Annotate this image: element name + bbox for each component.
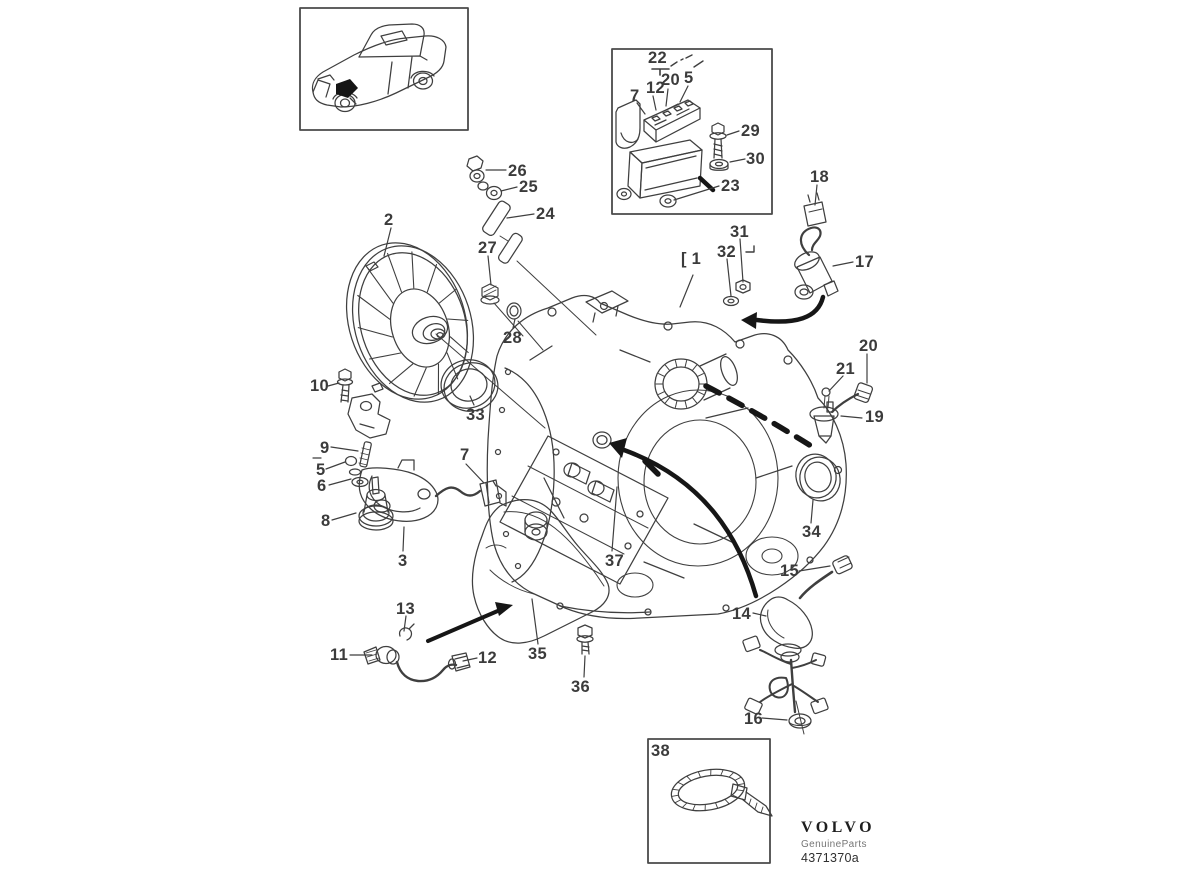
part-callout-38-40: 38	[651, 742, 670, 760]
document-number: 4371370a	[801, 851, 860, 865]
harness-14	[742, 555, 853, 729]
breather-parts	[466, 155, 523, 264]
part-callout-31-28: 31	[730, 223, 749, 241]
part-callout-5-24: 5	[684, 69, 694, 87]
sensor-17-assembly	[794, 192, 839, 300]
part-callout-29-25: 29	[741, 122, 760, 140]
part-callout-10-7: 10	[310, 377, 329, 395]
part-callout-17-32: 17	[855, 253, 874, 271]
part-callout-25-2: 25	[519, 178, 538, 196]
part-callout-12-19: 12	[478, 649, 497, 667]
part-callout-5-9: 5	[316, 461, 326, 479]
part-callout-32-29: 32	[717, 243, 736, 261]
part-callout-7-21: 7	[630, 87, 640, 105]
part-callout-18-31: 18	[810, 168, 829, 186]
torque-converter	[345, 242, 475, 403]
part-callout-28-5: 28	[503, 329, 522, 347]
volvo-logo: VOLVO	[801, 819, 876, 836]
branding-block: VOLVO GenuineParts 4371370a	[801, 819, 951, 865]
part-callout-2-0: 2	[384, 211, 394, 229]
valve-body-37	[499, 435, 669, 585]
part-callout-16-39: 16	[744, 710, 763, 728]
part-callout-7-13: 7	[460, 446, 470, 464]
speed-sensor-11	[363, 623, 471, 683]
brand-tagline: GenuineParts	[801, 839, 867, 850]
part-callout-37-14: 37	[605, 552, 624, 570]
part-callout-36-16: 36	[571, 678, 590, 696]
part-callout-22-20: 22	[648, 49, 667, 67]
part-callout-19-35: 19	[865, 408, 884, 426]
part-callout-12-22: 12	[646, 79, 665, 97]
leader-lines	[312, 85, 868, 735]
part-callout-35-15: 35	[528, 645, 547, 663]
part-callout-34-36: 34	[802, 523, 821, 541]
part-callout-8-11: 8	[321, 512, 331, 530]
part-callout-14-38: 14	[732, 605, 751, 623]
part-callout-9-8: 9	[320, 439, 330, 457]
part-callout-13-17: 13	[396, 600, 415, 618]
seal-34	[795, 453, 841, 502]
location-arrows	[426, 294, 826, 643]
oil-pan-35	[471, 499, 610, 655]
part-callout-6-10: 6	[317, 477, 327, 495]
vehicle-location-inset	[299, 7, 469, 131]
part-callout-20-33: 20	[859, 337, 878, 355]
sensor-19-assembly	[809, 382, 874, 444]
part-callout-21-34: 21	[836, 360, 855, 378]
part-callout-27-4: 27	[478, 239, 497, 257]
part-callout-1-30: [ 1	[681, 250, 702, 268]
part-callout-15-37: 15	[780, 562, 799, 580]
tcm-connector-inset	[611, 48, 773, 215]
transmission-housing	[486, 290, 847, 620]
mount-and-lever-parts	[336, 368, 507, 531]
part-callout-20-23: 20	[661, 71, 680, 89]
component-location-marker	[336, 79, 358, 98]
part-callout-30-26: 30	[746, 150, 765, 168]
part-callout-23-27: 23	[721, 177, 740, 195]
part-callout-11-18: 11	[330, 646, 349, 664]
part-callout-33-6: 33	[466, 406, 485, 424]
part-callout-24-3: 24	[536, 205, 555, 223]
cable-tie-inset	[647, 738, 773, 864]
part-callout-26-1: 26	[508, 162, 527, 180]
part-callout-3-12: 3	[398, 552, 408, 570]
